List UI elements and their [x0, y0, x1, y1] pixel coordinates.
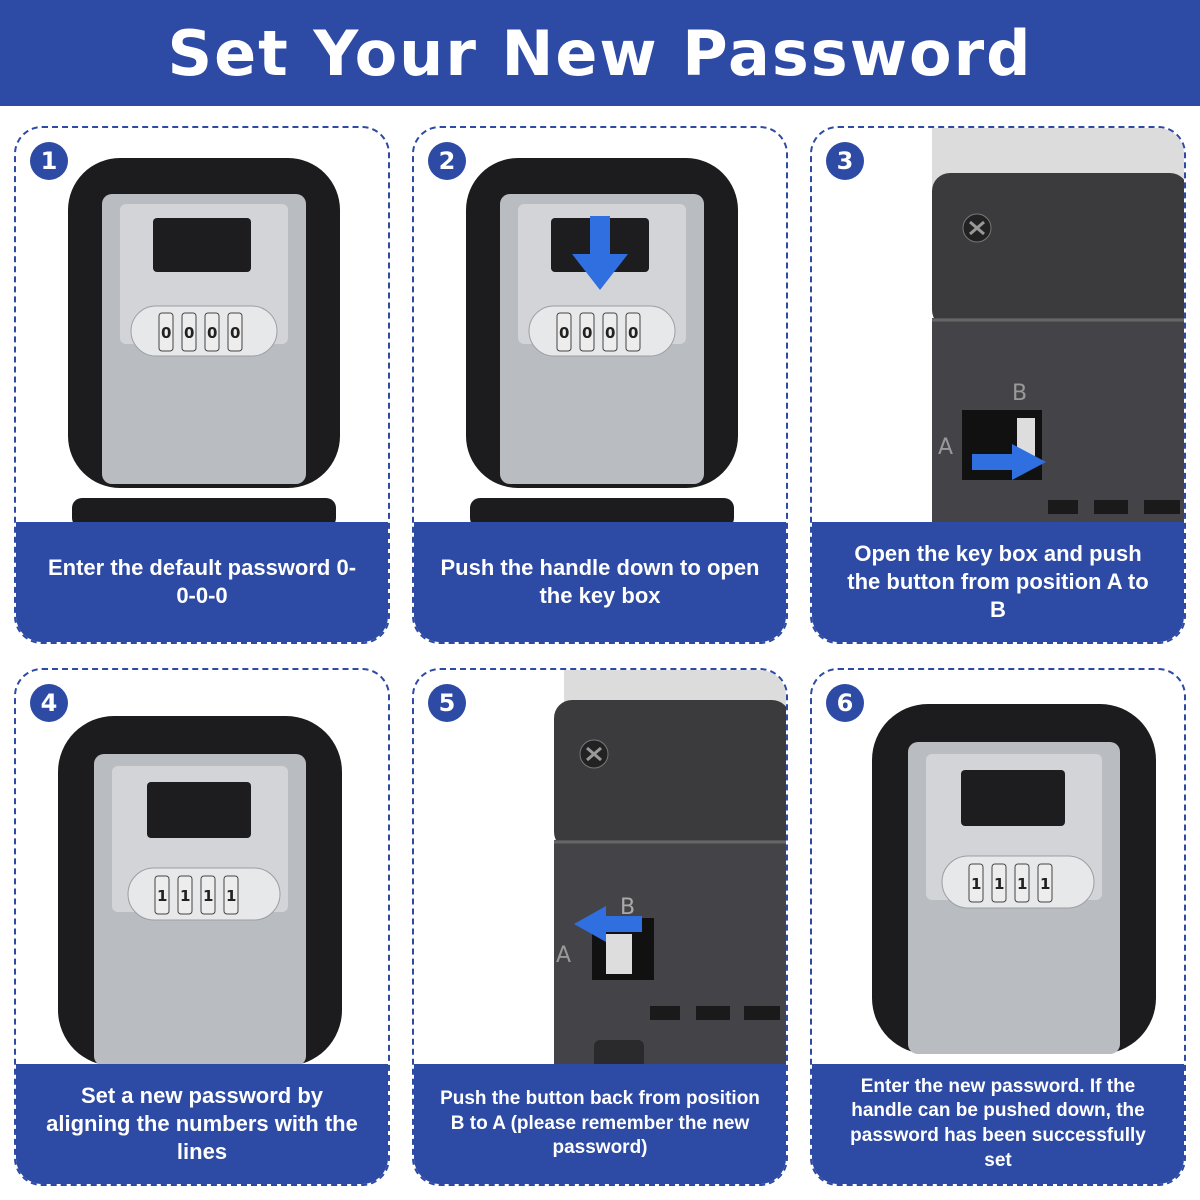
step-caption: Push the handle down to open the key box — [414, 522, 786, 642]
step-card-3: 3 B A Open the key box and push the butt… — [810, 126, 1186, 644]
step-card-5: 5 B A Push the button back from position… — [412, 668, 788, 1186]
dial-digit[interactable]: 1 — [157, 887, 167, 905]
step-card-6: 6 1 1 1 1 Enter the new password. If the… — [810, 668, 1186, 1186]
lockbox-interior-image: B A — [932, 128, 1184, 528]
dial-digit[interactable]: 1 — [1017, 875, 1027, 893]
dial-digit[interactable]: 0 — [559, 324, 569, 342]
step-caption: Open the key box and push the button fro… — [812, 522, 1184, 642]
lockbox-closed-image: 1 1 1 1 — [872, 704, 1156, 1054]
step-number-badge: 6 — [826, 684, 864, 722]
arrow-right-icon — [972, 444, 1046, 480]
step-caption: Enter the default password 0-0-0-0 — [16, 522, 388, 642]
dial-digit[interactable]: 0 — [582, 324, 592, 342]
arrow-down-icon — [572, 216, 628, 290]
dial-digit[interactable]: 1 — [226, 887, 236, 905]
step-card-2: 2 0 0 0 0 Push the handle down to open t… — [412, 126, 788, 644]
step-number-badge: 3 — [826, 142, 864, 180]
dial-digit[interactable]: 0 — [628, 324, 638, 342]
dial-digit[interactable]: 1 — [203, 887, 213, 905]
step-caption: Enter the new password. If the handle ca… — [812, 1064, 1184, 1184]
position-label-a: A — [556, 943, 571, 968]
dial-digit[interactable]: 1 — [1040, 875, 1050, 893]
position-label-b: B — [1012, 381, 1027, 406]
step-caption: Set a new password by aligning the numbe… — [16, 1064, 388, 1184]
dial-digit[interactable]: 0 — [184, 324, 194, 342]
step-number-badge: 2 — [428, 142, 466, 180]
dial-digit[interactable]: 0 — [207, 324, 217, 342]
step-card-1: 1 0 0 0 0 Enter the default password 0-0… — [14, 126, 390, 644]
page-title: Set Your New Password — [167, 16, 1033, 90]
arrow-left-icon — [574, 906, 642, 942]
dial-digit[interactable]: 0 — [605, 324, 615, 342]
header-banner: Set Your New Password — [0, 0, 1200, 106]
dial-digit[interactable]: 1 — [180, 887, 190, 905]
step-card-4: 4 1 1 1 1 Set a new password by aligning… — [14, 668, 390, 1186]
step-number-badge: 4 — [30, 684, 68, 722]
step-number-badge: 5 — [428, 684, 466, 722]
dial-digit[interactable]: 1 — [971, 875, 981, 893]
dial-digit[interactable]: 0 — [230, 324, 240, 342]
lockbox-closed-image: 0 0 0 0 — [68, 158, 340, 528]
position-label-a: A — [938, 435, 953, 460]
position-label-b: B — [620, 895, 635, 920]
dial-digit[interactable]: 0 — [161, 324, 171, 342]
lockbox-interior-image: B A — [554, 670, 786, 1070]
lockbox-new-code-image: 1 1 1 1 — [58, 716, 342, 1066]
step-number-badge: 1 — [30, 142, 68, 180]
dial-digit[interactable]: 1 — [994, 875, 1004, 893]
lockbox-handle-down-image: 0 0 0 0 — [466, 158, 738, 528]
step-caption: Push the button back from position B to … — [414, 1064, 786, 1184]
